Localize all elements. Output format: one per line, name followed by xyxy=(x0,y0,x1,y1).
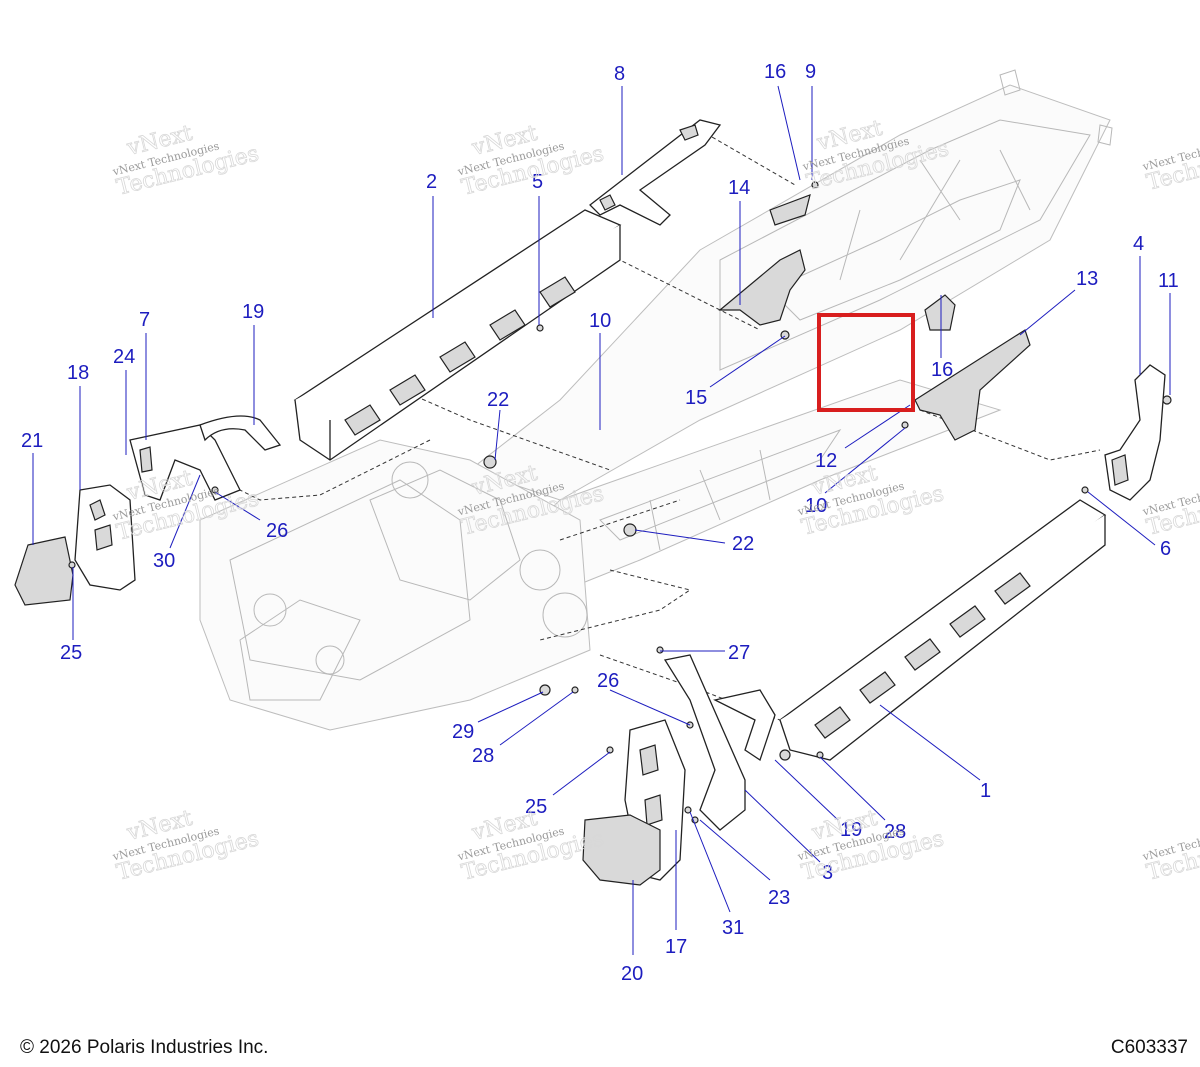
callout-25-left: 25 xyxy=(60,642,82,664)
callout-6: 6 xyxy=(1160,538,1171,560)
callout-3: 3 xyxy=(822,862,833,884)
callout-26-lower: 26 xyxy=(597,670,619,692)
callout-19-upper: 19 xyxy=(242,301,264,323)
callout-22-lower: 22 xyxy=(732,533,754,555)
highlight-box xyxy=(817,313,915,412)
bracket-lower-rear xyxy=(663,654,776,831)
callout-20: 20 xyxy=(621,963,643,985)
callout-27: 27 xyxy=(728,642,750,664)
callout-31: 31 xyxy=(722,917,744,939)
callout-29: 29 xyxy=(452,721,474,743)
fasteners xyxy=(68,181,1172,824)
callout-1: 1 xyxy=(980,780,991,802)
callout-16-lower: 16 xyxy=(931,359,953,381)
callout-13: 13 xyxy=(1076,268,1098,290)
callout-21: 21 xyxy=(21,430,43,452)
bracket-center xyxy=(718,194,811,326)
callout-28-left: 28 xyxy=(472,745,494,767)
callout-16-upper: 16 xyxy=(764,61,786,83)
bracket-front-left xyxy=(129,415,282,501)
figure-id: C603337 xyxy=(1110,1037,1188,1058)
copyright-text: © 2026 Polaris Industries Inc. xyxy=(20,1037,269,1058)
callout-7: 7 xyxy=(139,309,150,331)
callout-18: 18 xyxy=(67,362,89,384)
cover-lower xyxy=(582,814,661,886)
callout-24: 24 xyxy=(113,346,135,368)
callout-5: 5 xyxy=(532,171,543,193)
callout-10-upper: 10 xyxy=(589,310,611,332)
running-board-lower xyxy=(778,499,1107,761)
callout-19-lower: 19 xyxy=(840,819,862,841)
callout-17: 17 xyxy=(665,936,687,958)
callout-30: 30 xyxy=(153,550,175,572)
callout-12: 12 xyxy=(815,450,837,472)
callout-28-right: 28 xyxy=(884,821,906,843)
callout-23: 23 xyxy=(768,887,790,909)
callout-labels: 8 16 9 2 5 14 4 11 13 7 19 10 16 24 18 2… xyxy=(21,61,1179,985)
callout-4: 4 xyxy=(1133,233,1144,255)
callout-8: 8 xyxy=(614,63,625,85)
bracket-rear-right xyxy=(1104,364,1166,501)
bracket-upper-front xyxy=(589,119,722,226)
leader-lines xyxy=(32,85,1171,955)
callout-10-lower: 10 xyxy=(805,495,827,517)
bracket-rear xyxy=(914,294,1031,441)
callout-25-lower: 25 xyxy=(525,796,547,818)
cover-front-left xyxy=(14,536,74,606)
callout-15: 15 xyxy=(685,387,707,409)
callout-22-upper: 22 xyxy=(487,389,509,411)
callout-2: 2 xyxy=(426,171,437,193)
callout-14: 14 xyxy=(728,177,750,199)
chassis-frame xyxy=(199,69,1113,731)
callout-11: 11 xyxy=(1158,270,1179,292)
panel-front-left xyxy=(74,484,136,591)
callout-9: 9 xyxy=(805,61,816,83)
callout-26-left: 26 xyxy=(266,520,288,542)
